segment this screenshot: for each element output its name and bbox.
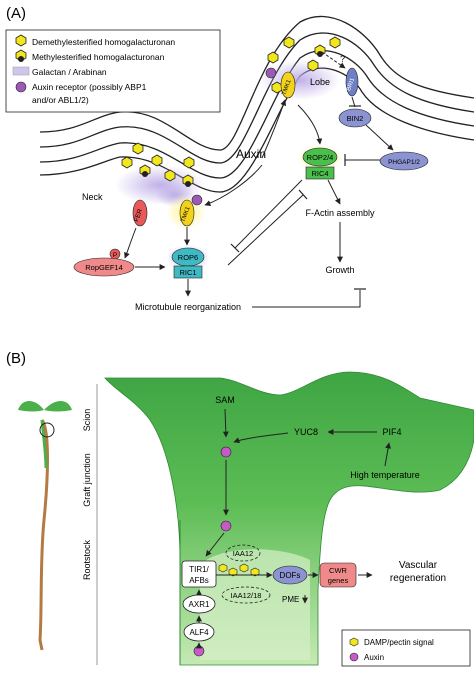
legend-b-damp: DAMP/pectin signal — [364, 638, 434, 647]
iaa12-node — [225, 544, 261, 562]
ric4-label: RIC4 — [311, 169, 328, 178]
bin2-node — [338, 108, 372, 128]
auxin-lobe-arrow — [261, 99, 287, 159]
rop6-rop24-inhibit-2 — [234, 179, 303, 249]
axr1-label: AXR1 — [189, 600, 210, 609]
ropgef14-label: RopGEF14 — [85, 263, 123, 272]
cwr-node — [319, 562, 357, 588]
rop24-node — [302, 147, 338, 167]
tir1-line2: AFBs — [189, 576, 209, 585]
panel-b: (B) Scion Graft junction Rootstock SAM Y… — [6, 350, 474, 667]
legend-a-item-1: Demethylesterified homogalacturonan — [32, 37, 175, 47]
auxin-dot-3 — [193, 645, 205, 657]
legend-a-item-3: Galactan / Arabinan — [32, 67, 107, 77]
bri1-node — [345, 67, 359, 97]
dofs-label: DOFs — [280, 571, 301, 580]
rop6-rop24-inhibit-1 — [227, 194, 304, 266]
cell-wall — [39, 15, 474, 193]
vasc-line1: Vascular — [399, 560, 438, 571]
hightemp-label: High temperature — [350, 470, 420, 480]
rop6-label: ROP6 — [178, 253, 198, 262]
tmk1-neck-node — [179, 199, 195, 227]
legend-b-auxin: Auxin — [364, 653, 384, 662]
vasc-line2: regeneration — [390, 573, 446, 584]
microtubule-label: Microtubule reorganization — [135, 302, 241, 312]
rootstock-label: Rootstock — [82, 539, 92, 580]
damp-legend-icon — [349, 637, 359, 647]
phgap-label: PHGAP1/2 — [388, 159, 420, 166]
rop24-label: ROP2/4 — [307, 153, 334, 162]
legend-a: Demethylesterified homogalacturonan Meth… — [5, 29, 221, 113]
fer-label: FER — [133, 208, 144, 223]
tir1-node — [181, 560, 217, 588]
tmk1-rop24-arrow — [297, 104, 323, 145]
panel-a-label: (A) — [6, 5, 26, 22]
tmk1-lobe-label: TMK1 — [282, 78, 293, 96]
legend-a-item-4: Auxin receptor (possibly ABP1 — [32, 82, 147, 92]
yuc8-label: YUC8 — [294, 427, 318, 437]
dofs-node — [272, 565, 308, 585]
ric4-factin-arrow — [327, 179, 341, 205]
cwr-line1: CWR — [329, 566, 347, 575]
pif4-label: PIF4 — [382, 427, 401, 437]
auxin-receptor-icon — [15, 81, 27, 93]
legend-a-item-2: Methylesterified homogalacturonan — [32, 52, 165, 62]
receptor-lobe — [265, 67, 277, 79]
iaa1218-label: IAA12/18 — [231, 591, 262, 600]
seedling-illustration: Scion Graft junction Rootstock — [18, 384, 98, 665]
graft-junction-marker — [39, 422, 55, 438]
auxin-neck-arrow — [204, 164, 263, 207]
ric1-label: RIC1 — [179, 268, 196, 277]
auxin-label: Auxin — [236, 147, 266, 161]
panel-a: (A) — [5, 5, 474, 312]
phospho-p-label: P — [113, 252, 117, 259]
receptor-neck — [191, 194, 203, 206]
auxin-dot-2 — [220, 520, 232, 532]
legend-a-item-5: and/or ABL1/2) — [32, 95, 89, 105]
demethylesterified-hg-icon — [15, 34, 27, 47]
bri1-label: BRI1 — [346, 77, 356, 92]
pme-label: PME — [282, 595, 299, 604]
damp-markers — [218, 563, 260, 577]
ric4-node — [305, 166, 335, 180]
ric1-node — [173, 265, 203, 279]
alf4-label: ALF4 — [189, 628, 209, 637]
temp-pif4-arrow — [384, 442, 392, 467]
auxin-legend-icon — [349, 652, 359, 662]
auxin-tir1-arrow — [205, 532, 225, 557]
sam-arrow — [222, 408, 229, 438]
fer-ropgef-arrow — [124, 227, 137, 259]
methyl-markers — [139, 44, 326, 187]
iaa12-label: IAA12 — [233, 549, 253, 558]
question-mark: ? — [340, 54, 345, 64]
scion-label: Scion — [82, 409, 92, 432]
bin2-label: BIN2 — [347, 114, 364, 123]
auxin-dot-1 — [220, 446, 232, 458]
cwr-line2: genes — [328, 576, 349, 585]
methylesterified-hg-icon — [18, 56, 24, 62]
tmk1-neck-label: TMK1 — [181, 205, 192, 223]
iaa1218-node — [221, 586, 271, 604]
pectin-markers — [121, 36, 341, 182]
sam-label: SAM — [215, 395, 235, 405]
fer-node — [132, 199, 148, 227]
lobe-label: Lobe — [310, 77, 330, 87]
panel-b-label: (B) — [6, 350, 26, 367]
neck-label: Neck — [82, 192, 103, 202]
yuc8-auxin-arrow — [233, 432, 289, 443]
graft-junction-label: Graft junction — [82, 453, 92, 507]
tir1-line1: TIR1/ — [189, 565, 209, 574]
legend-b: DAMP/pectin signal Auxin — [341, 629, 471, 667]
bri1-bin2-inhibit — [351, 96, 356, 108]
tmk1-lobe-node — [280, 71, 296, 99]
factin-label: F-Actin assembly — [305, 208, 375, 218]
bin2-phgap-arrow — [365, 124, 394, 151]
growth-label: Growth — [325, 265, 354, 275]
mt-growth-inhibit — [252, 290, 361, 308]
galactan-arabinan-icon — [12, 66, 30, 76]
ropgef14-node — [73, 257, 135, 277]
phgap-node — [379, 151, 429, 171]
